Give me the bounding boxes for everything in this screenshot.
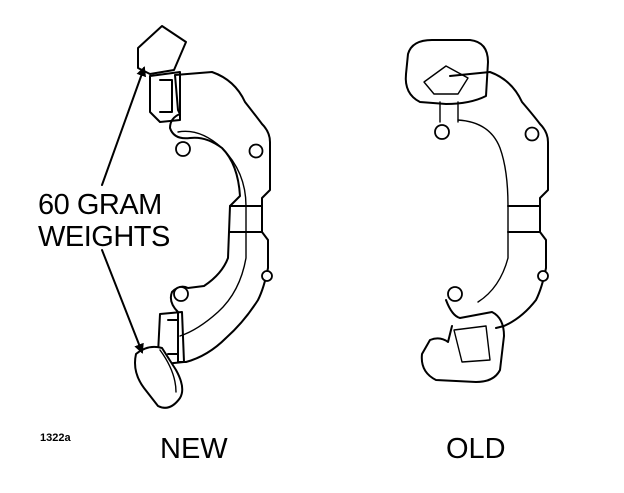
figure-number: 1322a: [40, 432, 71, 444]
old-upper-hole: [434, 124, 450, 140]
old-right-upper-hole: [524, 126, 540, 142]
new-caliper: [134, 25, 273, 409]
old-caption: OLD: [446, 433, 506, 465]
new-lower-hole: [173, 286, 189, 302]
new-lower-weight: [134, 345, 184, 409]
callout-line-2: WEIGHTS: [38, 221, 170, 253]
weights-callout-label: 60 GRAM WEIGHTS: [38, 189, 170, 253]
new-upper-weight: [137, 25, 187, 75]
new-caliper-spring: [177, 130, 247, 337]
old-caliper: [404, 39, 549, 383]
old-upper-clip-inner: [423, 65, 469, 95]
old-right-lower-hole: [537, 270, 549, 282]
new-caption: NEW: [160, 433, 228, 465]
new-caliper-body: [169, 71, 271, 363]
old-lower-clip: [420, 299, 505, 383]
new-caliper-bridge: [229, 205, 263, 233]
old-lower-clip-inner: [453, 325, 491, 363]
old-upper-clip: [404, 39, 489, 105]
new-upper-hole: [175, 141, 191, 157]
old-upper-clip-neck: [439, 101, 459, 123]
callout-line-1: 60 GRAM: [38, 189, 162, 221]
old-caliper-spring: [457, 119, 509, 303]
old-caliper-body: [449, 71, 549, 329]
lower-weight-arrow: [101, 249, 144, 354]
new-right-upper-hole: [248, 143, 264, 159]
old-caliper-bridge: [507, 205, 541, 233]
new-right-lower-hole: [261, 270, 273, 282]
new-upper-clip: [149, 71, 181, 123]
upper-weight-arrow: [101, 66, 147, 186]
new-lower-weight-edge: [159, 349, 177, 393]
old-lower-hole: [447, 286, 463, 302]
